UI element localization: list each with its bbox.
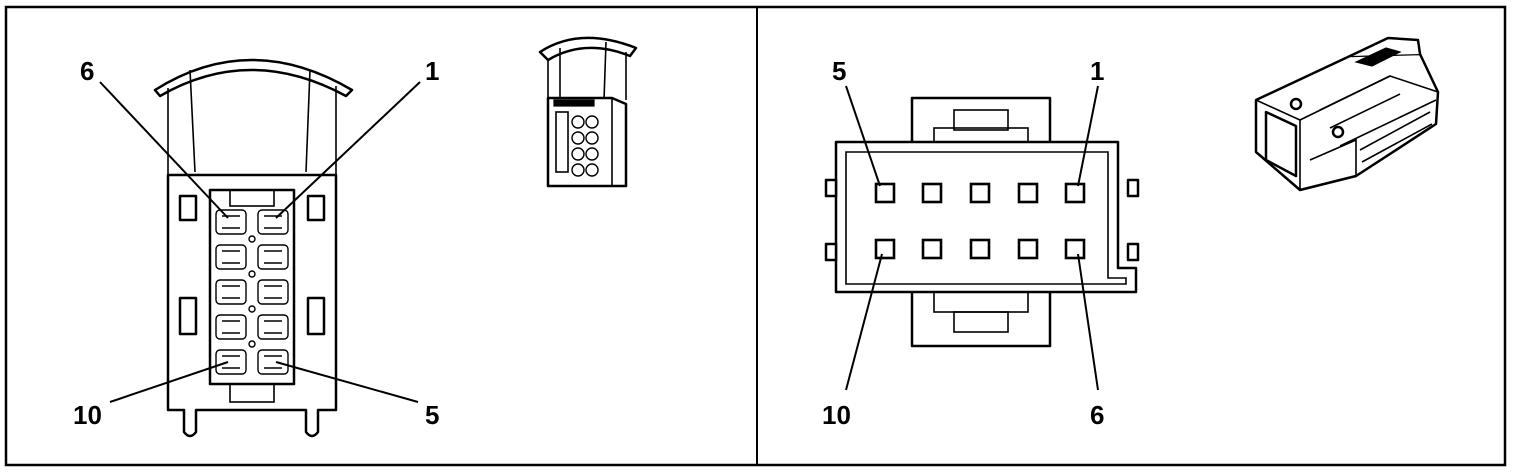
right-label-pin-1: 1 [1090, 56, 1104, 86]
left-connector-end-view [99, 58, 421, 438]
left-label-pin-1: 1 [425, 56, 439, 86]
right-connector-end-view [824, 85, 1140, 391]
left-connector-isometric-view [538, 36, 638, 188]
right-pin-row-top [874, 182, 1086, 204]
left-label-pin-6: 6 [80, 56, 94, 86]
right-label-pin-5: 5 [832, 56, 846, 86]
right-pin-row-bottom [874, 238, 1086, 260]
left-label-pin-10: 10 [73, 400, 102, 430]
right-label-pin-10: 10 [822, 400, 851, 430]
left-terminal-cavities [215, 209, 289, 375]
right-label-pin-6: 6 [1090, 400, 1104, 430]
left-label-pin-5: 5 [425, 400, 439, 430]
figure-border [4, 5, 1507, 467]
right-connector-isometric-view [1254, 36, 1440, 192]
